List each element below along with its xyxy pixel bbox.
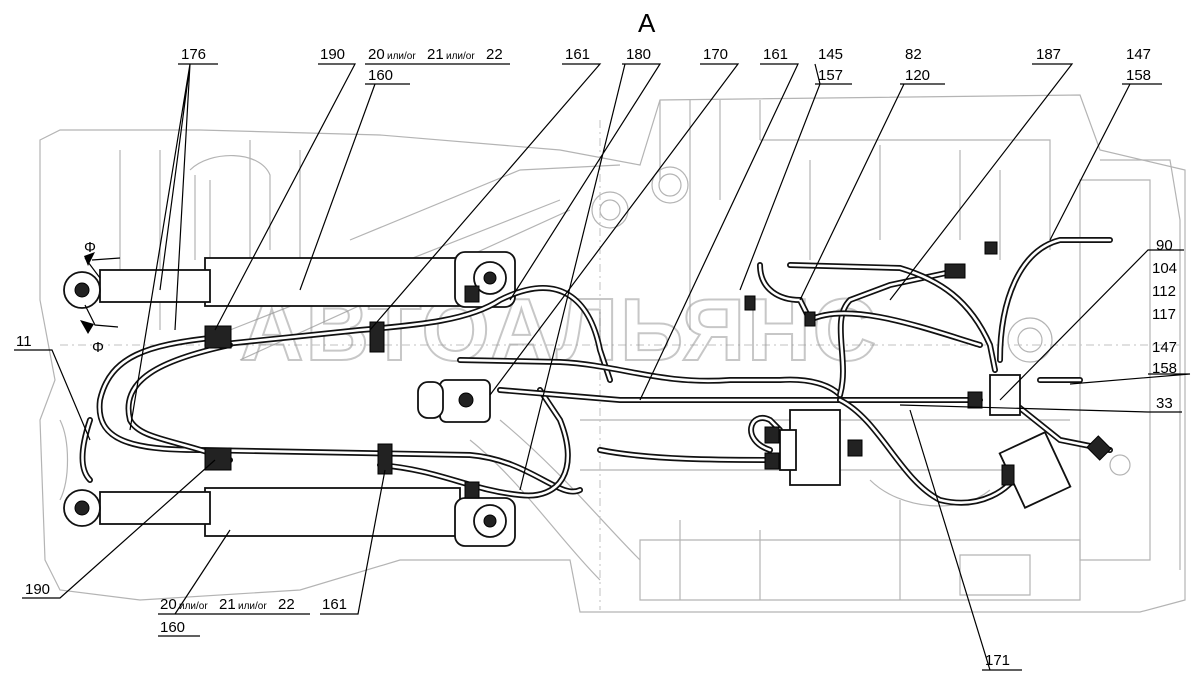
callout-158-right: 158: [1152, 360, 1177, 377]
variant-bottom-160: 160: [160, 619, 185, 636]
variant-top-sep1: или/or: [387, 51, 416, 62]
variant-callout-bottom: 20 или/or 21 или/or 22 160: [160, 596, 295, 636]
callout-82: 82: [905, 46, 922, 63]
callout-161-a: 161: [565, 46, 590, 63]
view-title: А: [638, 8, 656, 38]
components: [204, 241, 1112, 509]
variant-bottom-21: 21: [219, 596, 236, 613]
callout-190-bottom: 190: [25, 581, 50, 598]
variant-top-21: 21: [427, 46, 444, 63]
variant-bottom-20: 20: [160, 596, 177, 613]
callout-120: 120: [905, 67, 930, 84]
callout-171: 171: [985, 652, 1010, 669]
callout-158-top: 158: [1126, 67, 1151, 84]
variant-bottom-sep1: или/or: [179, 601, 208, 612]
variant-top-160: 160: [368, 67, 393, 84]
variant-bottom-sep2: или/or: [238, 601, 267, 612]
callout-157: 157: [818, 67, 843, 84]
callout-33: 33: [1156, 395, 1173, 412]
callout-90: 90: [1156, 237, 1173, 254]
variant-bottom-22: 22: [278, 596, 295, 613]
phi-symbol-top: Φ: [84, 239, 96, 256]
view-arrows: [80, 252, 121, 334]
variant-top-sep2: или/or: [446, 51, 475, 62]
leader-lines: [14, 63, 1191, 671]
cylinder-bottom: [63, 487, 516, 547]
phi-symbol-bottom: Φ: [92, 339, 104, 356]
variant-callout-top: 20 или/or 21 или/or 22 160: [368, 46, 503, 84]
callout-104: 104: [1152, 260, 1177, 277]
callout-176: 176: [181, 46, 206, 63]
callout-11: 11: [16, 333, 32, 350]
callout-147-top: 147: [1126, 46, 1151, 63]
callout-190-top: 190: [320, 46, 345, 63]
callout-170: 170: [703, 46, 728, 63]
variant-top-20: 20: [368, 46, 385, 63]
callout-147-right: 147: [1152, 339, 1177, 356]
callout-161-c: 161: [322, 596, 347, 613]
callout-161-b: 161: [763, 46, 788, 63]
callout-180: 180: [626, 46, 651, 63]
cylinder-top: [63, 251, 516, 309]
variant-top-22: 22: [486, 46, 503, 63]
callout-145: 145: [818, 46, 843, 63]
callout-112: 112: [1152, 283, 1176, 300]
callout-117: 117: [1152, 306, 1176, 323]
callout-187: 187: [1036, 46, 1061, 63]
